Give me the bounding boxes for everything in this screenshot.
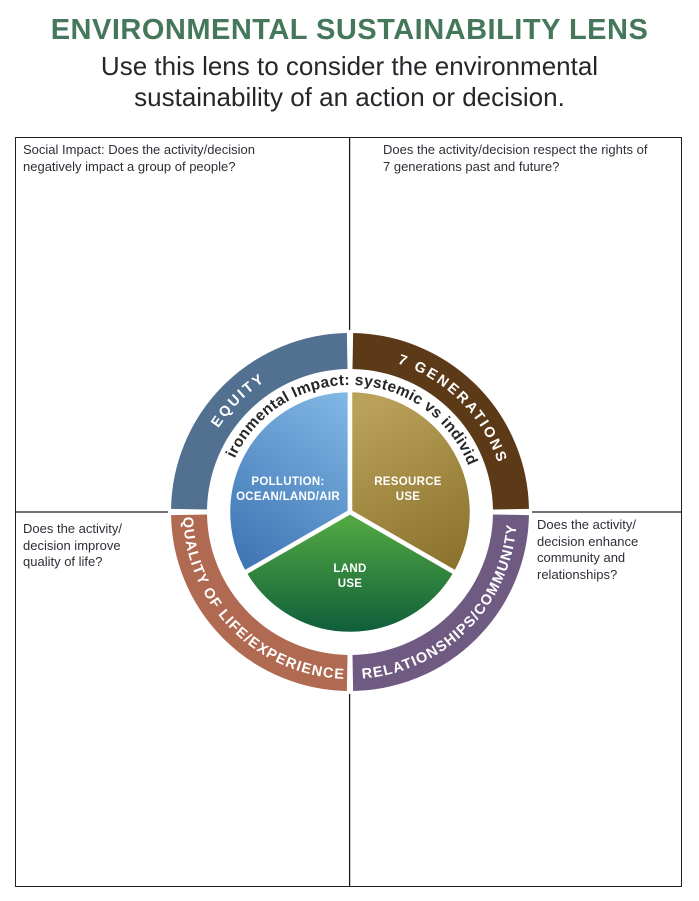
question-seven-generations: Does the activity/decision respect the r… <box>383 142 683 175</box>
question-line: quality of life? <box>23 554 103 570</box>
page-subtitle: Use this lens to consider the environmen… <box>0 51 699 112</box>
pie-label-land-line1: LAND <box>333 563 366 575</box>
page-title: ENVIRONMENTAL SUSTAINABILITY LENS <box>50 14 649 46</box>
question-quality-of-life: Does the activity/ decision improve qual… <box>23 521 183 571</box>
subtitle-line-2: sustainability of an action or decision. <box>134 81 565 112</box>
pie-label-land-line2: USE <box>338 578 363 590</box>
pie-label-resource-line1: RESOURCE <box>374 476 442 488</box>
question-relationships: Does the activity/ decision enhance comm… <box>537 517 687 584</box>
question-line: decision improve <box>23 537 121 553</box>
question-line: Social Impact: Does the activity/decisio… <box>23 142 255 157</box>
question-line: Does the activity/ <box>23 521 122 536</box>
ring-arc-equity <box>171 333 348 510</box>
pie-label-pollution-line2: OCEAN/LAND/AIR <box>236 491 340 503</box>
question-line: relationships? <box>537 566 618 582</box>
pie-label-pollution-line1: POLLUTION: <box>251 476 324 488</box>
question-line: Does the activity/decision respect the r… <box>383 142 648 157</box>
pie-label-resource-line2: USE <box>396 491 421 503</box>
subtitle-line-1: Use this lens to consider the environmen… <box>100 51 599 82</box>
ring-arc-seven-generations <box>352 333 529 510</box>
question-social-impact: Social Impact: Does the activity/decisio… <box>23 142 353 175</box>
ring-arc-relationships <box>352 514 529 691</box>
ring-arc-quality-of-life <box>171 514 348 691</box>
question-line: Does the activity/ <box>537 517 636 532</box>
question-line: negatively impact a group of people? <box>23 158 236 174</box>
header: ENVIRONMENTAL SUSTAINABILITY LENS Use th… <box>0 14 699 112</box>
question-line: community and <box>537 550 626 566</box>
pie-wedge-land <box>242 509 458 637</box>
question-line: 7 generations past and future? <box>383 158 560 174</box>
question-line: decision enhance <box>537 533 639 549</box>
